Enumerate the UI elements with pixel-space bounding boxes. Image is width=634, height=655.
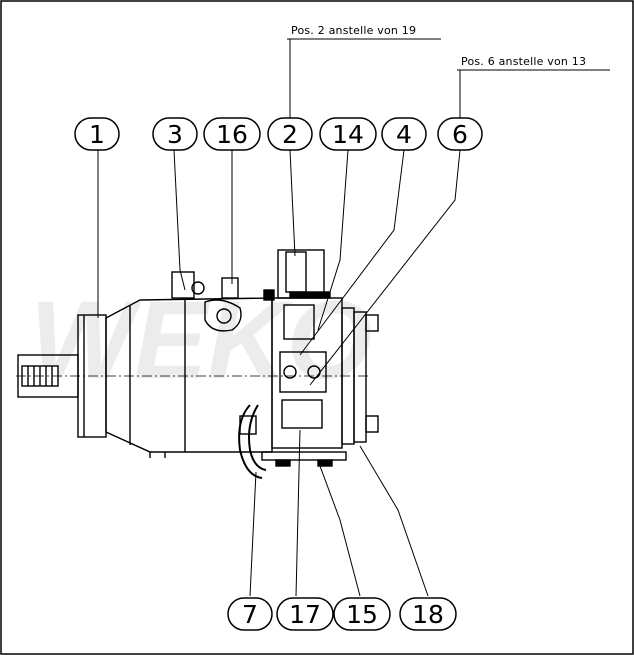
pump-body: [16, 249, 379, 479]
svg-text:14: 14: [332, 120, 364, 149]
svg-text:6: 6: [452, 120, 468, 149]
callout-17: 17: [276, 597, 334, 631]
callout-16: 16: [203, 117, 261, 151]
callout-15: 15: [333, 597, 391, 631]
callout-2: 2: [267, 117, 313, 151]
svg-text:15: 15: [346, 600, 378, 629]
callout-3: 3: [152, 117, 198, 151]
note-pos-6-instead-of-13: Pos. 6 anstelle von 13: [461, 55, 587, 68]
svg-text:16: 16: [216, 120, 248, 149]
bottom-callouts: 7 17 15 18: [227, 597, 457, 631]
svg-text:4: 4: [396, 120, 412, 149]
top-callouts: 1 3 16 2 14 4 6: [74, 117, 483, 151]
callout-18: 18: [399, 597, 457, 631]
svg-text:3: 3: [167, 120, 183, 149]
svg-text:1: 1: [89, 120, 105, 149]
callout-7: 7: [227, 597, 273, 631]
svg-text:7: 7: [242, 600, 258, 629]
note-leaders: [287, 38, 610, 118]
callout-14: 14: [319, 117, 377, 151]
callout-1: 1: [74, 117, 120, 151]
callout-leaders: [97, 149, 461, 597]
svg-text:17: 17: [289, 600, 321, 629]
svg-text:18: 18: [412, 600, 444, 629]
note-pos-2-instead-of-19: Pos. 2 anstelle von 19: [291, 24, 417, 37]
callout-6: 6: [437, 117, 483, 151]
svg-text:2: 2: [282, 120, 298, 149]
callout-4: 4: [381, 117, 427, 151]
